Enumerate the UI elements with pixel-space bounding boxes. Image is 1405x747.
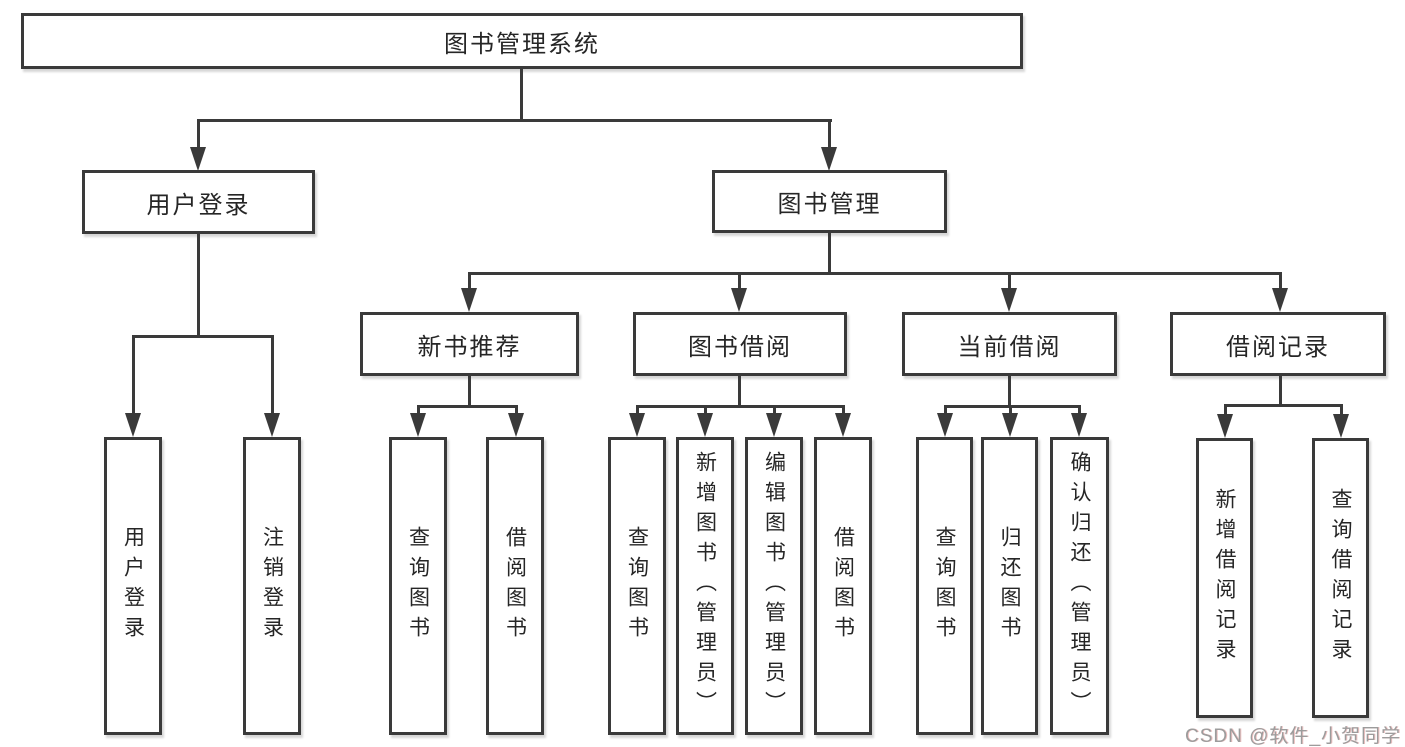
leaf-add-borrow-record: 新增借阅记录 (1196, 438, 1253, 718)
leaf-edit-books-label: 编辑图书（管理员） (762, 451, 786, 721)
connector-stub (1009, 405, 1012, 417)
node-borrow-records: 借阅记录 (1170, 312, 1386, 376)
arrow-down-icon (1333, 414, 1349, 438)
leaf-logout-label: 注销登录 (260, 526, 284, 646)
connector-stub (773, 405, 776, 417)
leaf-query-borrow-record: 查询借阅记录 (1312, 438, 1369, 718)
connector-newbooks-bar (417, 405, 518, 408)
leaf-edit-books-admin: 编辑图书（管理员） (745, 437, 803, 735)
leaf-return-books-label: 归还图书 (998, 526, 1021, 646)
leaf-borrow-books-label: 借阅图书 (831, 526, 855, 646)
arrow-down-icon (821, 147, 837, 171)
arrow-down-icon (125, 413, 141, 437)
arrow-down-icon (835, 413, 851, 437)
node-book-mgmt-label: 图书管理 (777, 191, 882, 218)
node-borrow-records-label: 借阅记录 (1226, 333, 1330, 361)
connector-to-new-books (468, 272, 471, 294)
leaf-add-books-admin: 新增图书（管理员） (676, 437, 734, 735)
connector-to-borrow-records (1279, 272, 1282, 294)
arrow-down-icon (697, 413, 713, 437)
connector-stub (1340, 404, 1343, 416)
leaf-query-books-current: 查询图书 (916, 437, 973, 735)
leaf-add-books-label: 新增图书（管理员） (693, 451, 717, 721)
arrow-down-icon (1217, 414, 1233, 438)
connector-records-stem (1279, 376, 1282, 407)
connector-to-book-borrow (738, 272, 741, 294)
leaf-query-borrow-record-label: 查询借阅记录 (1329, 488, 1352, 668)
connector-stub (636, 405, 639, 417)
connector-login-stem (197, 234, 200, 338)
connector-stub (515, 405, 518, 417)
leaf-user-login: 用户登录 (104, 437, 162, 735)
leaf-borrow-books-label: 借阅图书 (503, 526, 527, 646)
connector-to-login-leaf-1 (132, 335, 135, 417)
leaf-query-books-label: 查询图书 (933, 526, 956, 646)
connector-currentborrow-bar (944, 405, 1081, 408)
leaf-query-books-recommend: 查询图书 (389, 437, 447, 735)
arrow-down-icon (731, 288, 747, 312)
arrow-down-icon (937, 413, 953, 437)
connector-bookborrow-stem (738, 376, 741, 408)
leaf-logout: 注销登录 (243, 437, 301, 735)
leaf-confirm-return-label: 确认归还（管理员） (1068, 451, 1091, 721)
connector-currentborrow-stem (1008, 376, 1011, 408)
connector-stub (944, 405, 947, 417)
leaf-user-login-label: 用户登录 (121, 526, 145, 646)
node-book-borrow-label: 图书借阅 (688, 333, 792, 361)
node-new-books-label: 新书推荐 (417, 333, 522, 361)
leaf-return-books: 归还图书 (981, 437, 1038, 735)
leaf-query-books-label: 查询图书 (406, 526, 430, 646)
leaf-query-books-borrow: 查询图书 (608, 437, 666, 735)
connector-stub (417, 405, 420, 417)
connector-root-stem (520, 69, 523, 121)
connector-mgmt-bar (468, 272, 1282, 275)
node-current-borrow: 当前借阅 (902, 312, 1117, 376)
arrow-down-icon (190, 147, 206, 171)
connector-newbooks-stem (468, 376, 471, 408)
leaf-borrow-books-recommend: 借阅图书 (486, 437, 544, 735)
node-user-login-label: 用户登录 (146, 191, 251, 219)
connector-stub (704, 405, 707, 417)
leaf-borrow-books: 借阅图书 (814, 437, 872, 735)
connector-login-bar (132, 335, 274, 338)
arrow-down-icon (508, 413, 524, 437)
node-current-borrow-label: 当前借阅 (957, 333, 1062, 361)
node-book-mgmt: 图书管理 (712, 170, 947, 233)
leaf-confirm-return-admin: 确认归还（管理员） (1050, 437, 1109, 735)
connector-stub (842, 405, 845, 417)
arrow-down-icon (1272, 288, 1288, 312)
leaf-add-borrow-record-label: 新增借阅记录 (1213, 488, 1236, 668)
arrow-down-icon (264, 413, 280, 437)
arrow-down-icon (1001, 288, 1017, 312)
connector-mgmt-stem (828, 233, 831, 275)
node-user-login: 用户登录 (82, 170, 315, 234)
node-book-borrow: 图书借阅 (633, 312, 847, 376)
connector-root-bar (197, 119, 832, 122)
arrow-down-icon (1002, 413, 1018, 437)
arrow-down-icon (410, 413, 426, 437)
arrow-down-icon (629, 413, 645, 437)
node-root-library-system: 图书管理系统 (21, 13, 1023, 69)
csdn-watermark: CSDN @软件_小贺同学 (1185, 726, 1401, 747)
leaf-query-books-label: 查询图书 (625, 526, 649, 646)
connector-to-book-mgmt (828, 119, 831, 151)
connector-bookborrow-bar (636, 405, 845, 408)
connector-stub (1078, 405, 1081, 417)
connector-to-user-login (197, 119, 200, 151)
node-new-books: 新书推荐 (360, 312, 579, 376)
node-root-label: 图书管理系统 (444, 30, 600, 58)
connector-stub (1224, 404, 1227, 416)
connector-records-bar (1224, 404, 1343, 407)
arrow-down-icon (766, 413, 782, 437)
connector-to-current-borrow (1008, 272, 1011, 294)
arrow-down-icon (1071, 413, 1087, 437)
arrow-down-icon (461, 288, 477, 312)
connector-to-login-leaf-2 (271, 335, 274, 417)
